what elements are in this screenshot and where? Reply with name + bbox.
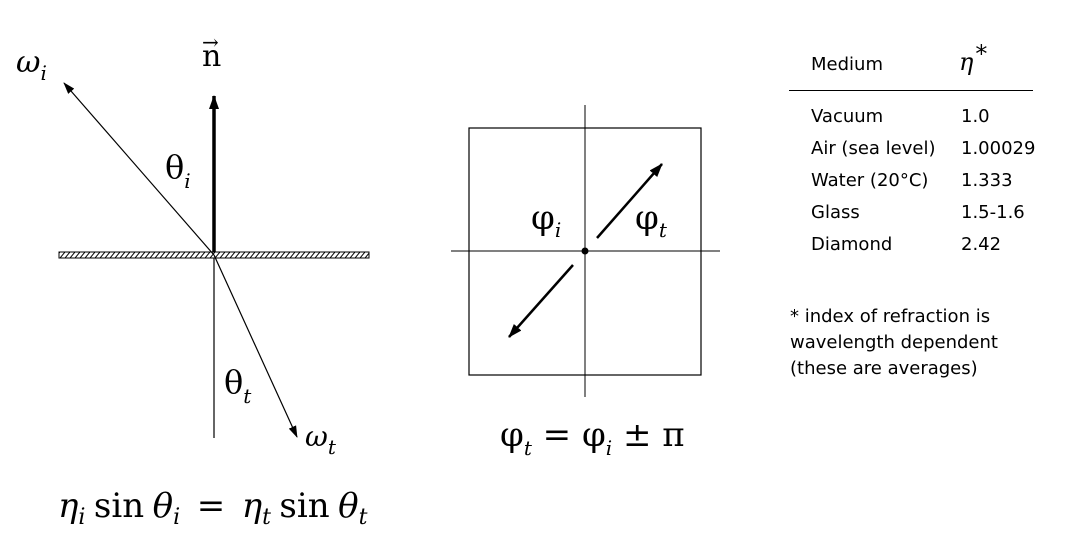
footnote-line: (these are averages) bbox=[790, 358, 978, 379]
transmitted-ray-arrow bbox=[213, 254, 298, 438]
incident-angle-label: θi bbox=[165, 148, 191, 193]
header-divider bbox=[789, 90, 1033, 91]
medium-name: Glass bbox=[811, 202, 860, 223]
transmitted-angle-label: θt bbox=[224, 363, 252, 408]
footnote: * index of refraction is wavelength depe… bbox=[790, 304, 1050, 382]
medium-name: Water (20°C) bbox=[811, 170, 929, 191]
azimuth-origin-dot bbox=[581, 247, 589, 255]
column-header-medium: Medium bbox=[811, 54, 883, 75]
phi-i-label: φi bbox=[531, 198, 561, 242]
phi-t-arrow bbox=[596, 163, 663, 239]
transmitted-direction-label: ωt bbox=[305, 420, 337, 459]
incident-ray-arrow bbox=[63, 82, 215, 256]
medium-value: 1.5-1.6 bbox=[961, 202, 1025, 223]
phi-i-arrow bbox=[508, 264, 574, 338]
medium-name: Diamond bbox=[811, 234, 893, 255]
snells-law-equation: ηi sin θi = ηt sin θt bbox=[58, 486, 368, 532]
medium-name: Vacuum bbox=[811, 106, 884, 127]
footnote-line: * index of refraction is bbox=[790, 306, 991, 327]
footnote-star: * bbox=[975, 40, 988, 68]
medium-value: 1.333 bbox=[961, 170, 1013, 191]
medium-name: Air (sea level) bbox=[811, 138, 936, 159]
normal-label: n bbox=[202, 39, 221, 74]
normal-arrow-accent: → bbox=[202, 30, 219, 54]
azimuth-equation: φt = φi ± π bbox=[500, 415, 685, 464]
medium-value: 2.42 bbox=[961, 234, 1002, 255]
phi-t-label: φt bbox=[635, 198, 668, 242]
column-header-eta: η* bbox=[959, 40, 988, 76]
medium-value: 1.00029 bbox=[961, 138, 1036, 159]
incident-direction-label: ωi bbox=[16, 45, 47, 85]
footnote-line: wavelength dependent bbox=[790, 332, 998, 353]
medium-value: 1.0 bbox=[961, 106, 990, 127]
